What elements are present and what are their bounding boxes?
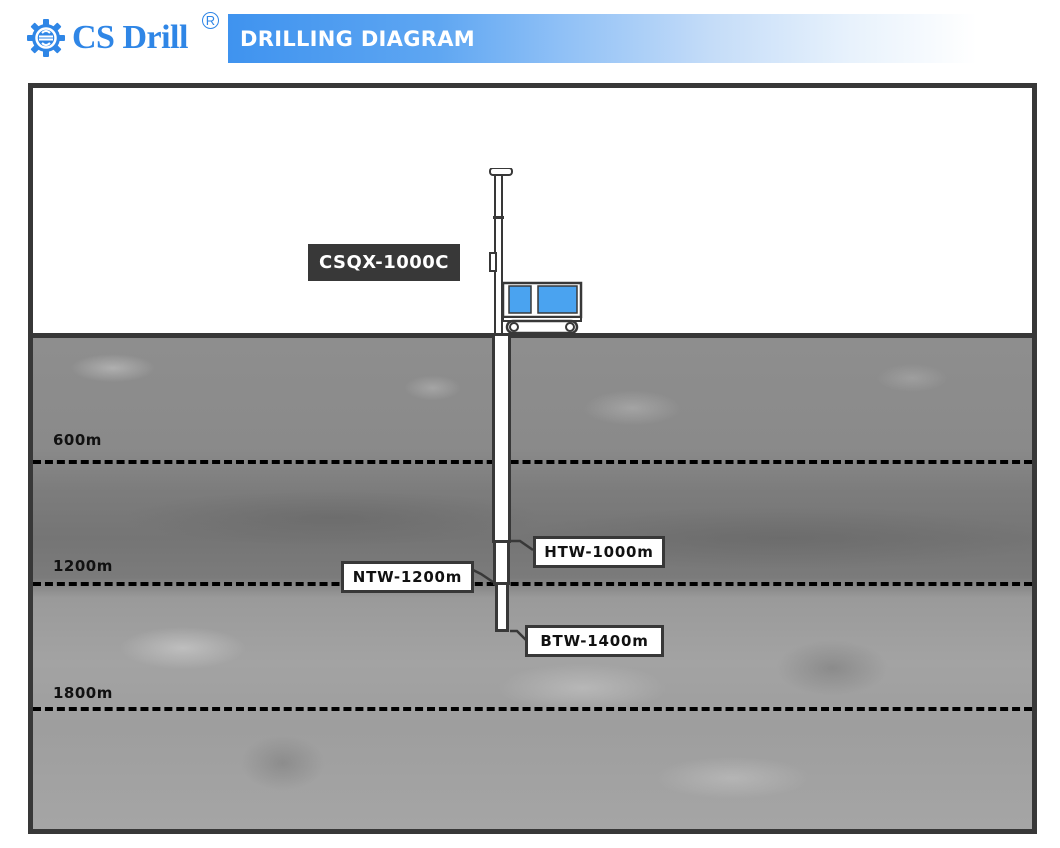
brand-name: CS Drill — [72, 19, 188, 56]
depth-line-1800 — [33, 707, 1032, 711]
callout-htw: HTW-1000m — [533, 536, 665, 568]
ground-surface-line — [33, 333, 1032, 338]
casing-htw — [492, 333, 511, 543]
title-banner: DRILLING DIAGRAM — [228, 14, 1060, 63]
callout-ntw: NTW-1200m — [341, 561, 474, 593]
depth-line-600 — [33, 460, 1032, 464]
depth-line-1200 — [33, 582, 1032, 586]
callout-btw: BTW-1400m — [525, 625, 664, 657]
depth-label-600: 600m — [53, 431, 102, 449]
depth-label-1200: 1200m — [53, 557, 113, 575]
depth-label-1800: 1800m — [53, 684, 113, 702]
drill-rig-icon — [489, 168, 583, 337]
gear-logo-icon — [27, 19, 65, 57]
casing-btw — [495, 582, 509, 632]
registered-mark: R — [202, 12, 219, 29]
brand-logo: CS Drill R — [26, 12, 219, 62]
drilling-diagram-frame: 600m 1200m 1800m CSQX-1000C — [28, 83, 1037, 834]
rig-model-label: CSQX-1000C — [308, 244, 460, 281]
page-title: DRILLING DIAGRAM — [240, 26, 475, 51]
callout-connectors — [510, 539, 534, 643]
